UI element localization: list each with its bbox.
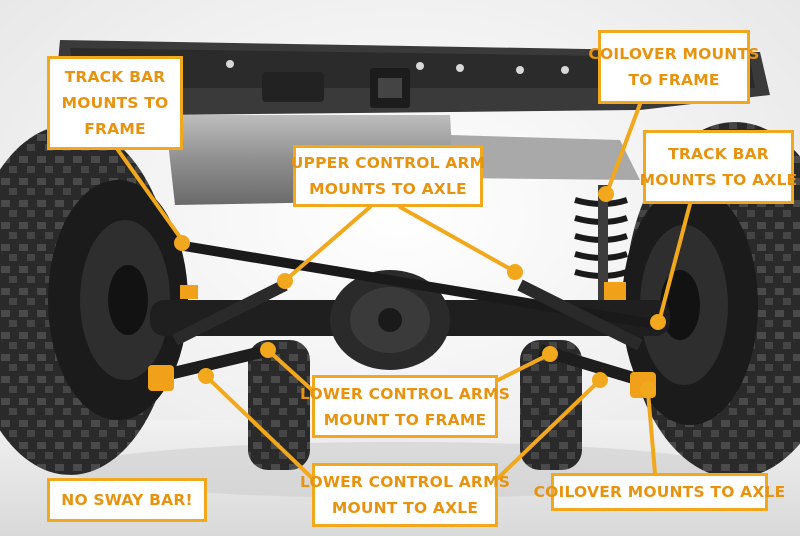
leader-upper-arm-right — [398, 205, 514, 272]
callout-line: MOUNT TO FRAME — [323, 410, 487, 429]
callout-lower-control-arms-mount-to-frame: LOWER CONTROL ARMS MOUNT TO FRAME — [300, 375, 510, 438]
leader-upper-arm-left — [286, 205, 372, 280]
callout-line: MOUNTS TO AXLE — [309, 180, 467, 198]
leader-lower-frame-right — [496, 353, 550, 382]
callout-coilover-mounts-to-frame: COILOVER MOUNTS TO FRAME — [588, 30, 759, 104]
leader-lower-axle-left — [206, 376, 314, 480]
callout-line: NO SWAY BAR! — [61, 491, 193, 509]
callout-track-bar-mounts-to-frame: TRACK BAR MOUNTS TO FRAME — [47, 56, 183, 150]
callout-line: MOUNTS TO AXLE — [639, 171, 798, 189]
leader-coilover-frame — [606, 102, 642, 192]
callout-line: COILOVER MOUNTS — [588, 45, 760, 63]
callout-lower-control-arms-mount-to-axle: LOWER CONTROL ARMS MOUNT TO AXLE — [300, 463, 510, 527]
leader-track-bar-frame — [116, 148, 184, 242]
callout-line: FRAME — [84, 120, 146, 138]
leader-track-bar-axle — [658, 202, 692, 320]
callout-line: MOUNT TO AXLE — [331, 499, 479, 517]
leader-lower-axle-right — [496, 380, 600, 480]
rear-right-tire — [520, 340, 582, 470]
callout-line: LOWER CONTROL ARMS — [299, 384, 511, 403]
callout-line: MOUNTS TO — [61, 94, 169, 112]
callout-line: UPPER CONTROL ARM — [290, 154, 486, 172]
callout-line: TRACK BAR — [64, 68, 166, 86]
callout-line: COILOVER MOUNTS TO AXLE — [533, 483, 786, 501]
callout-upper-control-arm-mounts-to-axle: UPPER CONTROL ARM MOUNTS TO AXLE — [290, 145, 486, 207]
leader-lower-frame-left — [268, 350, 314, 392]
leader-dot — [174, 235, 190, 251]
callout-line: LOWER CONTROL ARMS — [299, 473, 511, 491]
callout-line: TO FRAME — [628, 71, 720, 89]
callout-track-bar-mounts-to-axle: TRACK BAR MOUNTS TO AXLE — [640, 130, 797, 204]
callout-line: TRACK BAR — [668, 145, 769, 163]
callout-no-sway-bar: NO SWAY BAR! — [47, 478, 207, 522]
callout-coilover-mounts-to-axle: COILOVER MOUNTS TO AXLE — [534, 473, 785, 511]
leader-coilover-axle — [646, 390, 657, 475]
